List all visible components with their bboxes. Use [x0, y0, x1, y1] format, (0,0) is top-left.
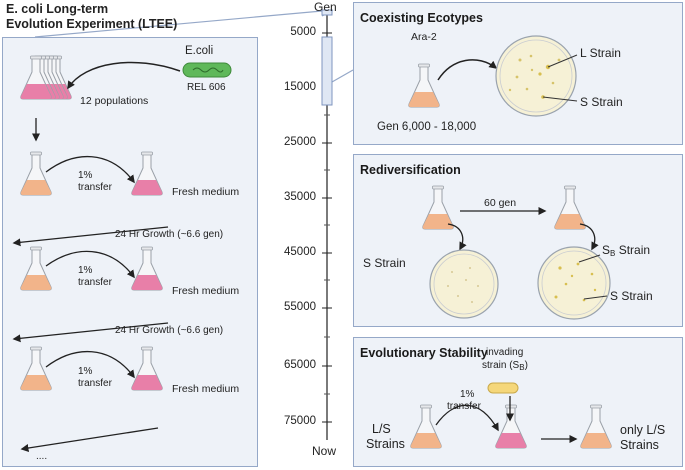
only-ls-line1: only L/S [620, 423, 666, 437]
stability-transfer-word: transfer [447, 401, 481, 412]
axis-tick-label: 45000 [284, 246, 316, 258]
populations-label: 12 populations [80, 95, 149, 107]
axis-top-label: Gen [314, 0, 337, 14]
invading-line2-sub: B [519, 363, 525, 372]
sb-strain-label: SB Strain [602, 243, 650, 258]
axis-tick-label: 35000 [284, 191, 316, 203]
ltee-title-line2: Evolution Experiment (LTEE) [6, 17, 178, 31]
l-strain-label: L Strain [580, 46, 621, 60]
sb-strain-sub: B [610, 249, 616, 258]
rediversification-title: Rediversification [360, 163, 461, 177]
ecoli-label: E.coli [185, 45, 214, 57]
transfer-pct-1: 1% [78, 170, 93, 181]
sixty-gen-label: 60 gen [484, 197, 517, 209]
only-ls-line2: Strains [620, 438, 659, 452]
transfer-word-1: transfer [78, 182, 112, 193]
axis-tick-label: 55000 [284, 301, 316, 313]
transfer-word-3: transfer [78, 378, 112, 389]
invading-line2-main: strain (S [482, 360, 520, 371]
gen-range-label: Gen 6,000 - 18,000 [377, 121, 477, 133]
fresh-medium-1: Fresh medium [172, 186, 240, 198]
axis-bottom-label: Now [312, 444, 337, 458]
transfer-word-2: transfer [78, 277, 112, 288]
ara2-label: Ara-2 [411, 31, 437, 43]
stability-transfer-pct: 1% [460, 389, 475, 400]
rel-label: REL 606 [187, 82, 226, 93]
fresh-medium-2: Fresh medium [172, 285, 240, 297]
ls-strains-line1: L/S [372, 422, 391, 436]
axis-tick-label: 65000 [284, 359, 316, 371]
continuation-ellipsis: .... [36, 451, 48, 462]
rediversification-panel [353, 154, 683, 327]
sb-strain-main: S [602, 243, 611, 257]
s-strain-right-label: S Strain [610, 289, 653, 303]
invading-line2-end: ) [524, 360, 528, 371]
fresh-medium-3: Fresh medium [172, 383, 240, 395]
timeline-axis [321, 9, 333, 440]
ltee-title-line1: E. coli Long-term [6, 2, 109, 16]
transfer-pct-2: 1% [78, 265, 93, 276]
axis-tick-label: 15000 [284, 81, 316, 93]
growth-label-1: 24 Hr Growth (~6.6 gen) [115, 229, 224, 240]
coexisting-title: Coexisting Ecotypes [360, 11, 483, 25]
coexisting-range-marker [321, 36, 333, 106]
invading-line2: strain (SB) [482, 360, 528, 372]
stability-title: Evolutionary Stability [360, 346, 488, 360]
sb-strain-rest: Strain [615, 243, 651, 257]
connector-line-coexisting [331, 69, 354, 83]
s-strain-left-label: S Strain [363, 256, 406, 270]
axis-tick-label: 5000 [290, 26, 316, 38]
axis-tick-label: 25000 [284, 136, 316, 148]
axis-tick-label: 75000 [284, 415, 316, 427]
transfer-pct-3: 1% [78, 366, 93, 377]
s-strain-label: S Strain [580, 95, 623, 109]
invading-line1: invading [486, 347, 524, 358]
growth-label-2: 24 Hr Growth (~6.6 gen) [115, 325, 224, 336]
ls-strains-line2: Strains [366, 437, 405, 451]
